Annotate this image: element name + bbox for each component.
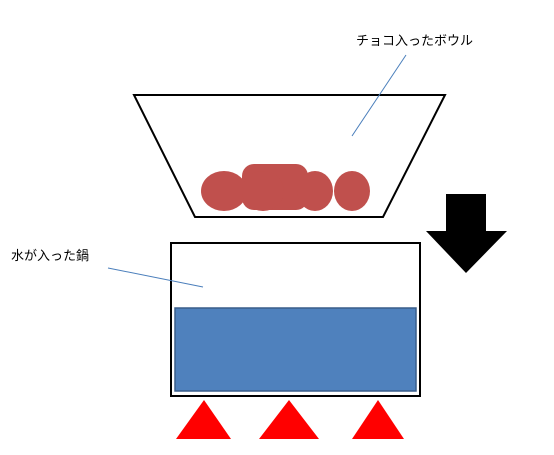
flames: [176, 400, 404, 439]
pot-label: 水が入った鍋: [11, 249, 90, 264]
flame-icon: [259, 400, 319, 439]
down-arrow-icon: [426, 194, 507, 273]
chocolate-piece: [297, 171, 333, 211]
chocolate-piece: [334, 171, 370, 211]
chocolate-pieces: [201, 164, 370, 211]
flame-icon: [176, 400, 231, 439]
bowl-label: チョコ入ったボウル: [356, 34, 474, 49]
pot-leader-line: [107, 267, 204, 288]
chocolate-piece: [242, 171, 284, 211]
bowl-leader-line: [351, 54, 407, 137]
water: [174, 307, 417, 392]
chocolate-piece: [201, 171, 247, 211]
flame-icon: [352, 400, 404, 439]
